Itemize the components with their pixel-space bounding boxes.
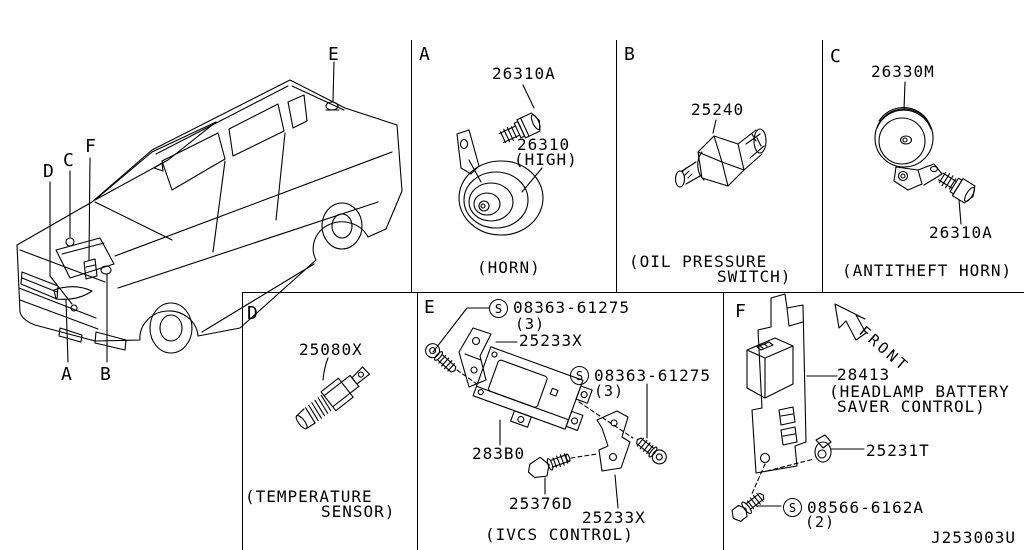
panel-f-unit-caption-line2: SAVER CONTROL): [837, 397, 986, 416]
car-windshield: [94, 121, 217, 201]
part-variant-high: (HIGH): [514, 150, 578, 169]
leader-25233x-bottom: [614, 474, 619, 509]
panel-f-letter: F: [735, 301, 746, 322]
panel-c-illustration: [874, 81, 976, 225]
car-callout-e: E: [328, 44, 339, 65]
panel-e-caption: (IVCS CONTROL): [485, 525, 634, 544]
part-number-25233x-bottom: 25233X: [582, 508, 646, 527]
car-bracket-blob: [83, 258, 98, 280]
callout-line-d: [49, 181, 73, 305]
panel-e-illustration: [425, 307, 667, 509]
car-front-wheel: [149, 302, 193, 354]
panel-d-letter: D: [247, 303, 258, 324]
leader-26310a-c: [958, 199, 962, 225]
diagram-code: J253003U: [931, 528, 1017, 547]
panel-b-letter: B: [624, 44, 635, 65]
s-symbol-screw2: S: [570, 366, 589, 385]
car-sensor-blob: [65, 237, 75, 247]
qty-screw1: (3): [515, 315, 546, 333]
screw-08566: [731, 492, 765, 522]
part-number-08363-61275-1: 08363-61275: [513, 298, 630, 317]
screw-08363-left: [425, 343, 457, 373]
front-arrow: [834, 303, 867, 341]
divider-panel-e-f: [723, 292, 724, 550]
bracket-28413: [746, 293, 807, 474]
temperature-sensor-25080x: [295, 366, 371, 430]
panel-e-letter: E: [424, 297, 435, 318]
car-grille: [20, 271, 59, 300]
car-rear-wheel: [321, 202, 363, 250]
s-symbol-screw1: S: [489, 299, 508, 318]
leader-25240: [712, 119, 717, 134]
panel-b-caption-line2: SWITCH): [717, 267, 792, 286]
panel-c-caption: (ANTITHEFT HORN): [842, 261, 1013, 280]
part-number-26310: 26310: [517, 135, 571, 154]
panel-b-caption-line1: (OIL PRESSURE: [629, 252, 768, 271]
panel-d-caption-line1: (TEMPERATURE: [245, 487, 373, 506]
divider-panel-b-c: [822, 40, 823, 292]
panel-d-illustration: [295, 357, 371, 430]
car-callout-b: B: [100, 364, 111, 385]
oil-pressure-switch-25240: [674, 128, 767, 188]
s-symbol-08566: S: [783, 498, 802, 517]
panel-a-illustration: [456, 84, 544, 236]
leader-26310: [521, 167, 543, 193]
leader-screw1: [432, 307, 490, 353]
panel-d-caption-line2: SENSOR): [321, 502, 396, 521]
car-engine-bay: [55, 237, 115, 279]
bolt-25376d: [527, 453, 571, 478]
screw-08363-right: [636, 437, 667, 465]
car-callout-c: C: [63, 150, 74, 171]
horn-26310: [458, 160, 544, 236]
callout-line-f: [88, 157, 91, 261]
part-number-25080x: 25080X: [299, 340, 363, 359]
control-unit-283b0: [472, 346, 593, 432]
part-number-283b0: 283B0: [472, 444, 526, 463]
part-number-25233x-top: 25233X: [519, 331, 583, 350]
divider-row-horizontal: [242, 292, 1024, 293]
leader-26310a: [522, 84, 535, 109]
panel-c-letter: C: [830, 46, 841, 67]
part-number-28413: 28413: [837, 365, 891, 384]
part-number-25376d: 25376D: [509, 494, 573, 513]
qty-screw2: (3): [594, 382, 625, 400]
divider-panel-d-left: [242, 292, 243, 550]
antitheft-horn-26330m: [874, 106, 934, 168]
bracket-25233x-top: [458, 327, 492, 388]
car-headlight: [53, 286, 93, 300]
grommet-25231t: [814, 434, 832, 463]
part-number-25240: 25240: [691, 100, 745, 119]
part-number-08566-6162a: 08566-6162A: [807, 498, 924, 517]
qty-08566: (2): [805, 513, 836, 531]
leader-26330m: [903, 81, 906, 111]
divider-panel-a-b: [616, 40, 617, 292]
bolt-26310a: [498, 112, 541, 144]
panel-f-unit-caption-line1: (HEADLAMP BATTERY: [829, 382, 1010, 401]
panel-a-caption: (HORN): [477, 258, 541, 277]
callout-line-a: [65, 299, 69, 363]
panel-b-illustration: [674, 119, 767, 188]
panel-f-illustration: [731, 293, 867, 522]
car-callout-f: F: [85, 136, 96, 157]
divider-panel-d-e: [417, 292, 418, 550]
horn-bracket-c: [893, 163, 943, 191]
car-callout-d: D: [43, 161, 54, 182]
part-number-26310a: 26310A: [492, 64, 556, 83]
divider-car-panel-a: [411, 40, 412, 292]
callout-line-e: [332, 61, 335, 102]
part-number-08363-61275-2: 08363-61275: [594, 366, 711, 385]
part-number-25231t: 25231T: [866, 441, 930, 460]
panel-a-letter: A: [419, 44, 430, 65]
car-illustration: [16, 61, 403, 363]
part-number-26330m: 26330M: [871, 62, 935, 81]
car-callout-a: A: [61, 364, 72, 385]
bolt-26310a-c: [938, 171, 976, 204]
horn-bracket: [456, 129, 480, 175]
part-number-26310a-c: 26310A: [929, 223, 993, 242]
bracket-25233x-bottom: [596, 410, 631, 472]
leader-25080x: [322, 357, 329, 381]
